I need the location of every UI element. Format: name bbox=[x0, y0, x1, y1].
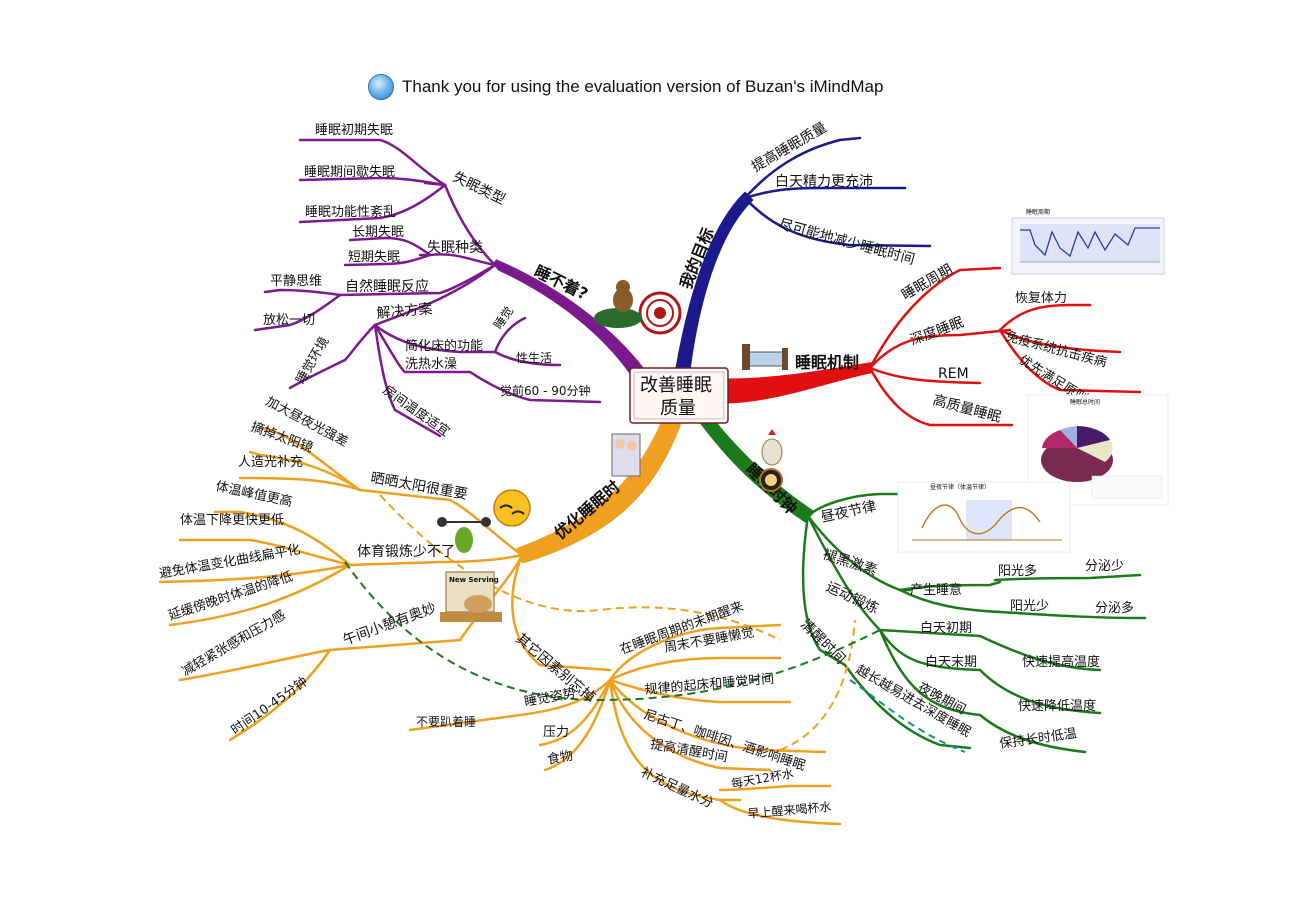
other-item: 规律的起床和睡觉时间 bbox=[644, 671, 775, 698]
rhythm-chart-title: 昼夜节律（体温节律） bbox=[930, 483, 990, 491]
natural-reaction-label: 自然睡眠反应 bbox=[345, 278, 429, 295]
secrete-more-label: 分泌多 bbox=[1095, 600, 1134, 616]
nap-item: 时间10-45分钟 bbox=[228, 674, 311, 739]
insomnia-kind-label: 失眠种类 bbox=[427, 240, 483, 256]
banner-text: Thank you for using the evaluation versi… bbox=[402, 77, 884, 96]
late-day-label: 白天末期 bbox=[925, 654, 977, 670]
food-label: 食物 bbox=[546, 748, 574, 768]
posture-label: 睡觉姿势 bbox=[523, 685, 577, 710]
blue-trunk bbox=[675, 191, 754, 373]
insomnia-type-label: 失眠类型 bbox=[450, 169, 507, 208]
no-prone-label: 不要趴着睡 bbox=[416, 714, 476, 729]
sun-more-label: 阳光多 bbox=[998, 563, 1037, 579]
insomnia-kind-item: 长期失眠 bbox=[352, 225, 404, 240]
sleepy-label: 产生睡意 bbox=[910, 582, 962, 598]
sleep-cycle-label: 睡眠周期 bbox=[899, 262, 955, 304]
solution-label: 解决方案 bbox=[376, 300, 433, 322]
imindmap-logo-icon bbox=[368, 74, 394, 100]
quality-sleep-label: 高质量睡眠 bbox=[931, 391, 1003, 426]
wake-time-label: 清醒时间 bbox=[797, 617, 848, 668]
environment-label: 睡觉环境 bbox=[293, 334, 332, 387]
insomnia-type-item: 睡眠初期失眠 bbox=[315, 123, 393, 138]
tired-animal-icon bbox=[594, 280, 642, 328]
sleep-cycle-chart: 睡眠周期 bbox=[1011, 208, 1165, 275]
frog-weightlifter-icon bbox=[437, 517, 491, 553]
central-topic: 改善睡眠 质量 bbox=[629, 367, 729, 424]
mechanism-main-label: 睡眠机制 bbox=[795, 353, 859, 372]
deep-sleep-label: 深度睡眠 bbox=[908, 315, 966, 349]
hot-bath-label: 洗热水澡 bbox=[405, 357, 457, 372]
goal-item: 尽可能地减少睡眠时间 bbox=[777, 216, 916, 268]
sport-item: 体温峰值更高 bbox=[214, 478, 294, 510]
sun-less-label: 阳光少 bbox=[1010, 599, 1049, 614]
sleep-cycle-chart-title: 睡眠周期 bbox=[1026, 208, 1050, 216]
branch-insomnia: 睡不着? 失眠类型 睡眠初期失眠 睡眠期间歇失眠 睡眠功能性紊乱 失眠种类 长期… bbox=[253, 123, 645, 440]
sport-item: 体温下降更快更低 bbox=[180, 513, 284, 528]
central-topic-line2: 质量 bbox=[660, 398, 696, 419]
melatonin-label: 褪黑激素 bbox=[821, 546, 880, 579]
deep-item: 恢复体力 bbox=[1015, 291, 1067, 306]
exercise-label: 运动锻炼 bbox=[823, 579, 881, 617]
sleeping-bed-icon bbox=[742, 344, 788, 370]
early-day-label: 白天初期 bbox=[920, 620, 972, 636]
lower-temp-label: 快速降低温度 bbox=[1018, 698, 1096, 714]
natural-item: 放松一切 bbox=[263, 313, 315, 328]
rooster-clock-icon bbox=[759, 429, 783, 492]
secrete-less-label: 分泌少 bbox=[1085, 559, 1124, 574]
simplify-bed-label: 简化床的功能 bbox=[405, 338, 483, 354]
nap-label: 午间小憩有奥妙 bbox=[341, 599, 439, 648]
sport-label: 体育锻炼少不了 bbox=[357, 544, 455, 560]
raise-temp-label: 快速提高温度 bbox=[1022, 654, 1100, 670]
water-item: 早上醒来喝杯水 bbox=[747, 800, 832, 821]
target-icon bbox=[638, 291, 682, 335]
insomnia-kind-item: 短期失眠 bbox=[348, 250, 400, 265]
temperature-rhythm-chart: 昼夜节律（体温节律） bbox=[897, 481, 1071, 553]
serving-sign-text: New Serving bbox=[449, 576, 499, 584]
insomnia-type-item: 睡眠功能性紊乱 bbox=[305, 204, 396, 220]
red-trunk bbox=[726, 362, 872, 404]
natural-item: 平静思维 bbox=[270, 274, 322, 289]
hot-bath-time: 觉前60 - 90分钟 bbox=[500, 383, 591, 398]
insomnia-type-item: 睡眠期间歇失眠 bbox=[304, 165, 395, 180]
rem-label: REM bbox=[938, 366, 969, 382]
keep-low-label: 保持长时低温 bbox=[998, 726, 1077, 752]
central-topic-line1: 改善睡眠 bbox=[640, 375, 712, 396]
nap-item: 减轻紧张感和压力感 bbox=[179, 607, 288, 679]
room-temp-label: 房间温度适宜 bbox=[380, 382, 453, 440]
evaluation-banner: Thank you for using the evaluation versi… bbox=[368, 72, 883, 102]
purple-trunk bbox=[492, 259, 645, 376]
sun-icon bbox=[493, 489, 531, 527]
serving-sign-icon: New Serving bbox=[440, 571, 502, 622]
pressure-label: 压力 bbox=[543, 725, 569, 740]
bed-item: 性生活 bbox=[516, 351, 552, 365]
water-label: 补充足量水分 bbox=[638, 764, 715, 811]
day-night-label: 昼夜节律 bbox=[820, 499, 878, 526]
people-icon bbox=[611, 433, 641, 477]
goal-item: 白天精力更充沛 bbox=[775, 174, 873, 190]
pie-title: 睡眠总时间 bbox=[1070, 398, 1100, 406]
sunlight-item: 人造光补充 bbox=[238, 454, 303, 470]
